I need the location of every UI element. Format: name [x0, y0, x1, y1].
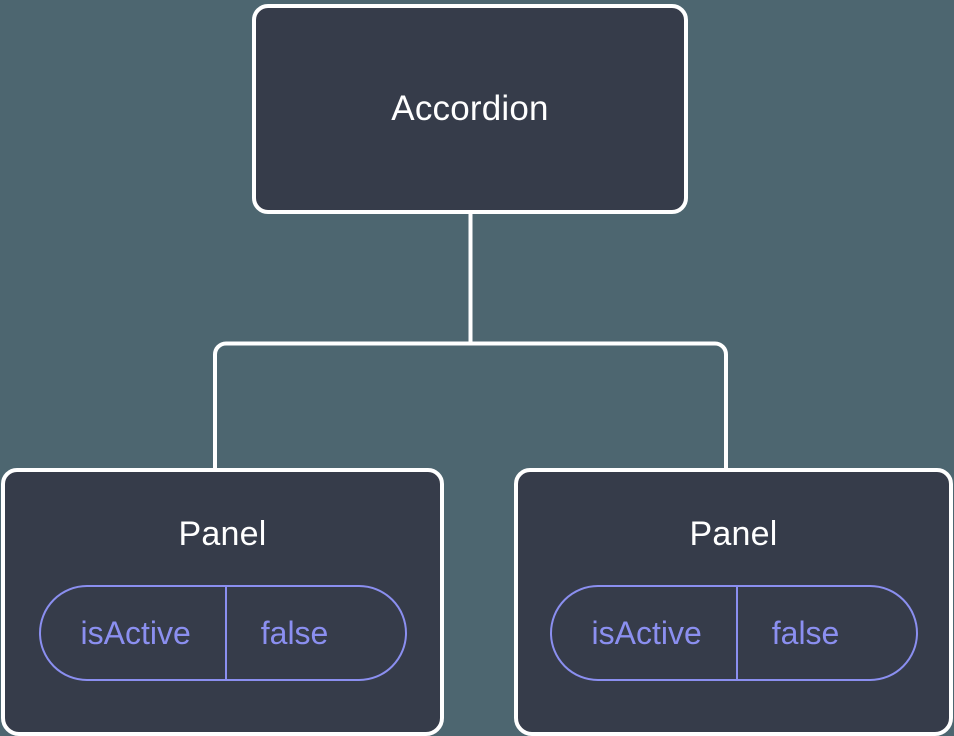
node-accordion[interactable]: Accordion: [252, 4, 688, 214]
prop-value-label: false: [224, 586, 369, 679]
node-accordion-title: Accordion: [391, 89, 549, 128]
prop-pill-isactive-left[interactable]: isActive false: [38, 584, 407, 681]
node-panel-right-title: Panel: [689, 515, 778, 553]
connector-branch-left: [213, 341, 471, 470]
prop-value-label: false: [735, 586, 880, 679]
prop-key-label: isActive: [591, 614, 702, 651]
prop-pill-isactive-right[interactable]: isActive false: [549, 584, 918, 681]
node-panel-right[interactable]: Panel isActive false: [514, 468, 953, 736]
node-panel-left-title: Panel: [178, 515, 267, 553]
connector-branch-right: [470, 341, 728, 470]
prop-key-label: isActive: [80, 614, 191, 651]
node-panel-left[interactable]: Panel isActive false: [1, 468, 444, 736]
